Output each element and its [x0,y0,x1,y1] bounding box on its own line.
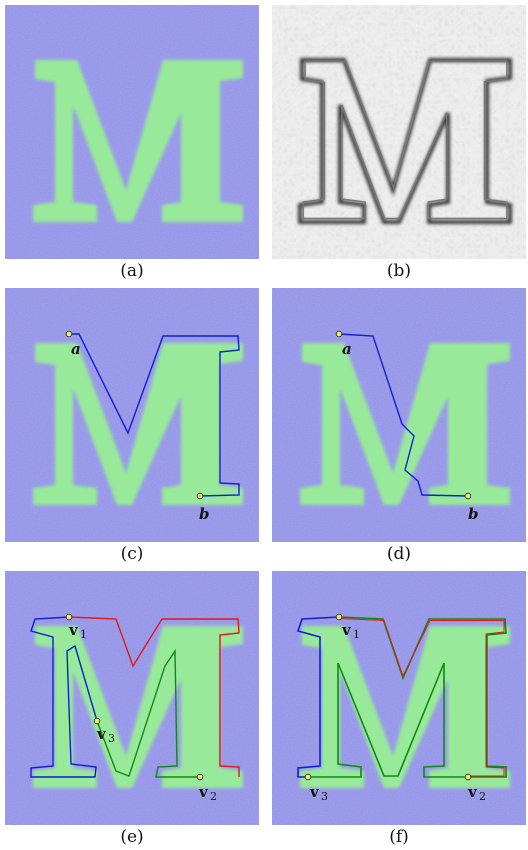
panel-d-path: a b [272,288,526,542]
svg-text:3: 3 [321,790,328,803]
path-green [96,648,200,778]
point-v1 [335,613,343,621]
panel-a-image [5,5,259,259]
point-v3 [93,717,101,725]
panel-c-path: a b [5,288,259,542]
caption-d: (d) [386,544,412,564]
caption-b: (b) [386,261,412,281]
contour-green [308,616,507,778]
caption-c: (c) [120,544,144,564]
svg-text:1: 1 [80,628,87,641]
contour-blue [296,616,340,778]
point-b [464,492,472,500]
caption-e: (e) [120,827,144,847]
caption-f: (f) [389,827,409,847]
panel-e-three-paths: v 1 v 3 v 2 [5,571,259,825]
point-v3 [304,773,312,781]
point-b [196,492,204,500]
label-v3: v [96,725,107,743]
panel-b-edge-map [272,5,526,259]
label-b: b [468,505,479,523]
label-v2: v [467,783,478,801]
point-v2 [464,773,472,781]
point-v2 [196,773,204,781]
label-v3: v [309,783,320,801]
label-v1: v [68,621,79,639]
label-b: b [199,505,210,523]
svg-text:2: 2 [210,790,217,803]
svg-text:2: 2 [479,790,486,803]
shortest-path [338,333,469,497]
contour-red [339,618,505,777]
label-v2: v [198,783,209,801]
svg-text:1: 1 [353,628,360,641]
label-v1: v [341,621,352,639]
point-a [335,330,343,338]
point-a [65,330,73,338]
label-a: a [71,340,81,358]
path-blue [30,616,98,778]
point-v1 [65,613,73,621]
caption-a: (a) [120,261,144,281]
label-a: a [342,340,352,358]
path-red [68,616,240,777]
panel-f-closed-contour: v 1 v 3 v 2 [272,571,526,825]
shortest-path [69,333,240,497]
svg-text:3: 3 [108,732,115,745]
